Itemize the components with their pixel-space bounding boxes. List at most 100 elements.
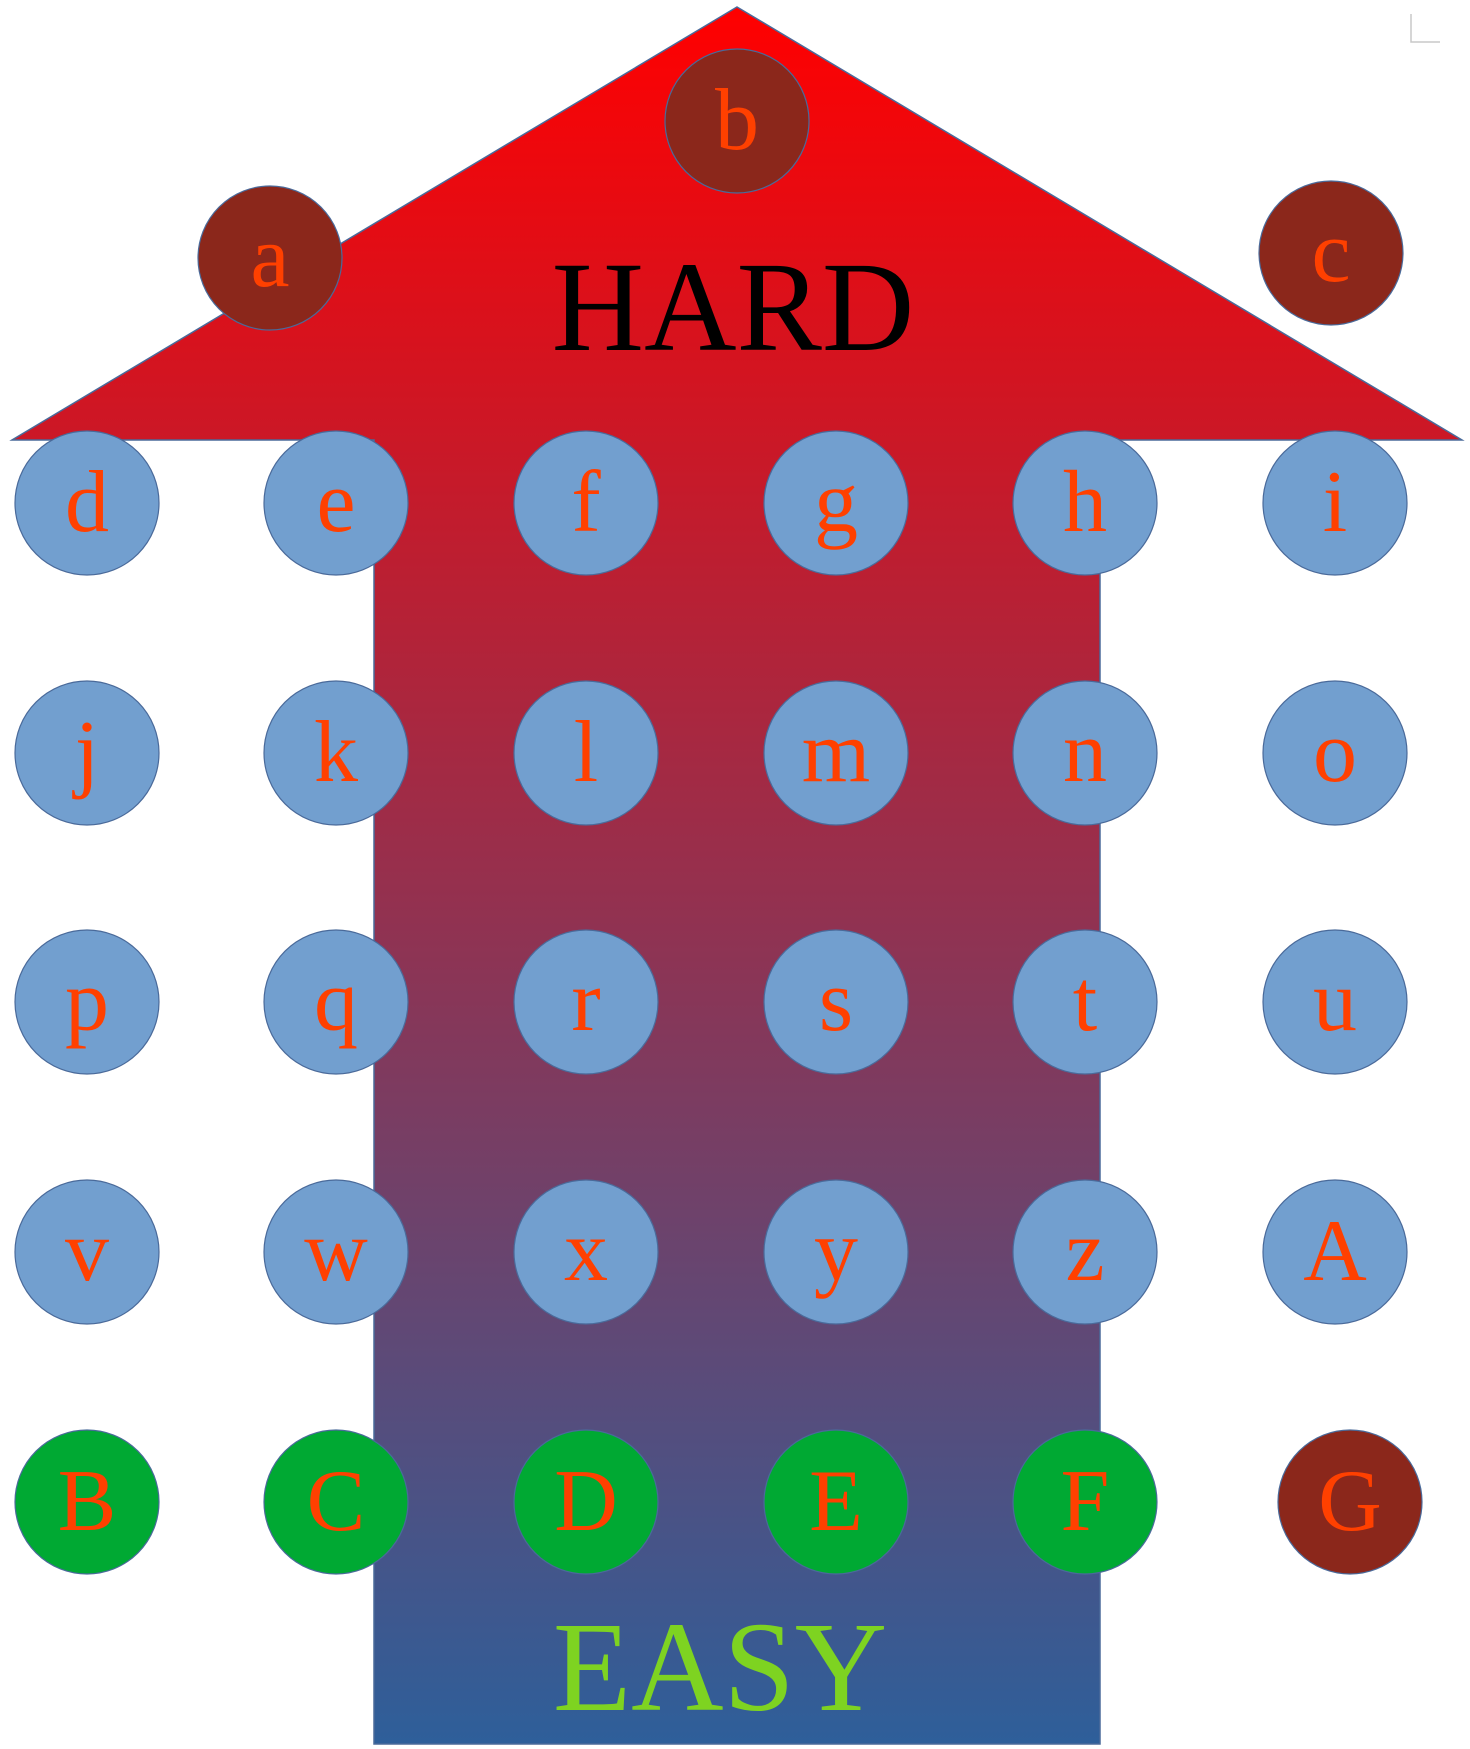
node-letter: y (814, 1203, 858, 1300)
node-h: h (1012, 430, 1158, 576)
node-g: g (763, 430, 909, 576)
node-circle (763, 1179, 909, 1325)
node-t: t (1012, 929, 1158, 1075)
node-circle (1012, 680, 1158, 826)
letter-nodes: a b c d e f g h i j k l m n o p q r s t u v w x y z A B C D E F G (14, 48, 1423, 1575)
node-circle (1262, 1179, 1408, 1325)
corner-mark (1410, 14, 1440, 43)
node-circle (513, 680, 659, 826)
node-q: q (263, 929, 409, 1075)
node-letter: h (1063, 454, 1107, 551)
node-letter: G (1318, 1453, 1382, 1550)
node-letter: m (802, 704, 870, 801)
node-E: E (763, 1429, 909, 1575)
node-circle (14, 680, 160, 826)
node-circle (513, 1179, 659, 1325)
node-r: r (513, 929, 659, 1075)
node-letter: o (1313, 704, 1357, 801)
node-circle (1262, 680, 1408, 826)
node-d: d (14, 430, 160, 576)
node-letter: e (316, 454, 355, 551)
node-u: u (1262, 929, 1408, 1075)
node-letter: i (1323, 454, 1347, 551)
node-circle (263, 430, 409, 576)
node-letter: k (314, 704, 358, 801)
node-n: n (1012, 680, 1158, 826)
node-B: B (14, 1429, 160, 1575)
node-circle (1012, 1429, 1158, 1575)
node-circle (513, 430, 659, 576)
node-circle (1258, 180, 1404, 326)
node-circle (263, 929, 409, 1075)
node-letter: E (809, 1453, 863, 1550)
node-letter: s (819, 953, 853, 1050)
node-p: p (14, 929, 160, 1075)
node-z: z (1012, 1179, 1158, 1325)
node-circle (1012, 430, 1158, 576)
node-letter: b (715, 72, 759, 169)
node-circle (1262, 430, 1408, 576)
node-letter: v (65, 1203, 109, 1300)
node-l: l (513, 680, 659, 826)
node-C: C (263, 1429, 409, 1575)
node-letter: g (814, 454, 858, 551)
node-circle (14, 430, 160, 576)
node-circle (1277, 1429, 1423, 1575)
node-circle (197, 185, 343, 331)
node-letter: u (1313, 953, 1357, 1050)
node-G: G (1277, 1429, 1423, 1575)
node-circle (1012, 1179, 1158, 1325)
node-letter: d (65, 454, 109, 551)
node-letter: C (307, 1453, 366, 1550)
node-k: k (263, 680, 409, 826)
easy-label: EASY (553, 1596, 887, 1738)
node-s: s (763, 929, 909, 1075)
node-letter: c (1311, 204, 1350, 301)
node-letter: w (304, 1203, 368, 1300)
node-circle (14, 929, 160, 1075)
node-circle (763, 680, 909, 826)
node-letter: F (1061, 1453, 1110, 1550)
node-letter: f (571, 454, 601, 551)
node-y: y (763, 1179, 909, 1325)
node-circle (513, 1429, 659, 1575)
node-letter: z (1065, 1203, 1104, 1300)
node-f: f (513, 430, 659, 576)
node-letter: a (250, 209, 289, 306)
node-circle (1262, 929, 1408, 1075)
node-D: D (513, 1429, 659, 1575)
node-i: i (1262, 430, 1408, 576)
node-A: A (1262, 1179, 1408, 1325)
node-letter: A (1303, 1203, 1367, 1300)
node-v: v (14, 1179, 160, 1325)
node-letter: n (1063, 704, 1107, 801)
node-circle (263, 680, 409, 826)
node-circle (1012, 929, 1158, 1075)
node-circle (263, 1429, 409, 1575)
node-circle (263, 1179, 409, 1325)
node-circle (513, 929, 659, 1075)
node-o: o (1262, 680, 1408, 826)
node-c: c (1258, 180, 1404, 326)
node-letter: t (1073, 953, 1097, 1050)
node-circle (664, 48, 810, 194)
node-circle (14, 1179, 160, 1325)
node-m: m (763, 680, 909, 826)
node-circle (763, 1429, 909, 1575)
node-j: j (14, 680, 160, 826)
node-letter: D (554, 1453, 618, 1550)
node-letter: x (564, 1203, 608, 1300)
node-letter: B (58, 1453, 117, 1550)
node-letter: q (314, 953, 358, 1050)
node-w: w (263, 1179, 409, 1325)
node-x: x (513, 1179, 659, 1325)
node-b: b (664, 48, 810, 194)
node-circle (14, 1429, 160, 1575)
node-letter: r (571, 953, 600, 1050)
node-circle (763, 430, 909, 576)
node-letter: l (574, 704, 598, 801)
node-a: a (197, 185, 343, 331)
hard-label: HARD (552, 236, 915, 378)
